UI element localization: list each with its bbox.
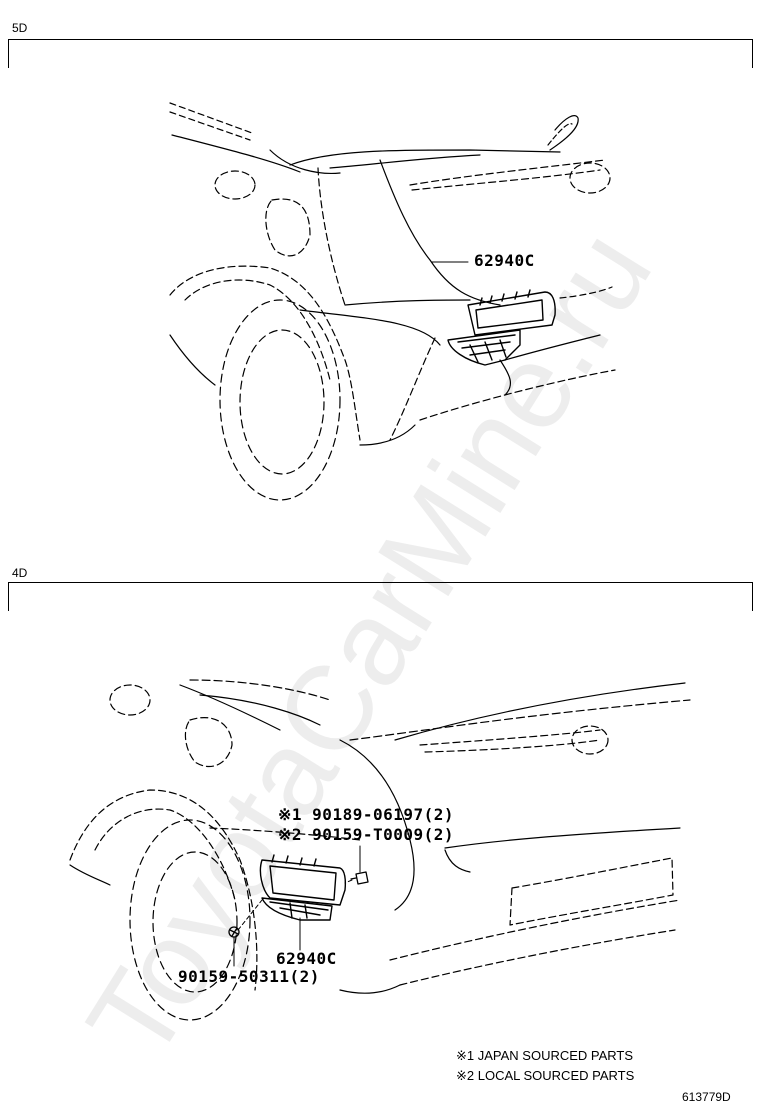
clip-icon (350, 871, 369, 885)
part-62940c-5d (447, 289, 556, 366)
callout-clip-japan: ※1 90189-06197(2) (278, 805, 455, 824)
drawing-id: 613779D (682, 1090, 731, 1104)
section-frame-5d (8, 39, 753, 68)
callout-screw: 90159-50311(2) (178, 967, 320, 986)
section-label-5d: 5D (12, 21, 28, 35)
screw-icon (228, 926, 240, 938)
section-label-4d: 4D (12, 566, 28, 580)
callout-62940c-5d: 62940C (474, 251, 535, 270)
note-japan-sourced: ※1 JAPAN SOURCED PARTS (456, 1048, 634, 1063)
part-62940c-4d (259, 854, 347, 921)
section-frame-4d (8, 582, 753, 611)
callout-clip-local: ※2 90159-T0009(2) (278, 825, 455, 844)
callout-62940c-4d: 62940C (276, 949, 337, 968)
note-local-sourced: ※2 LOCAL SOURCED PARTS (456, 1068, 635, 1083)
car-body-4d (69, 679, 691, 1021)
car-body-5d (169, 102, 616, 501)
